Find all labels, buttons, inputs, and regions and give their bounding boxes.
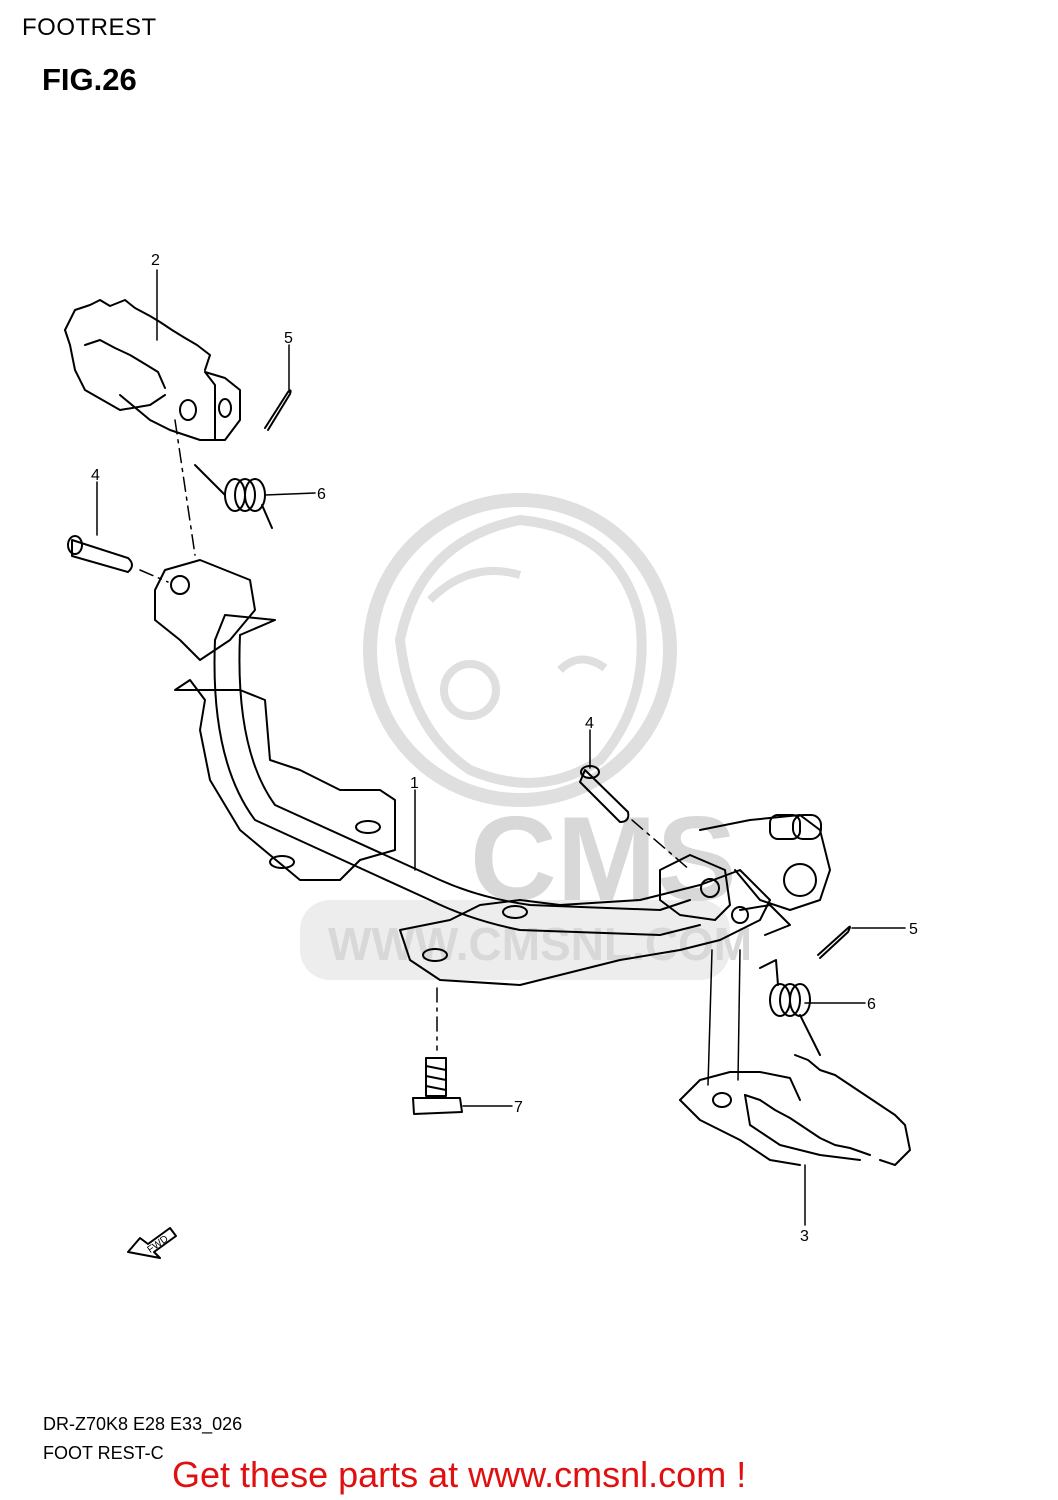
footpeg-left-part-2 bbox=[64, 299, 241, 441]
pin-left-part-4 bbox=[67, 535, 133, 573]
callout-2: 2 bbox=[151, 252, 160, 269]
callout-labels: 2 5 4 6 4 1 5 6 7 3 bbox=[91, 252, 918, 1245]
model-code: DR-Z70K8 E28 E33_026 bbox=[43, 1414, 243, 1434]
section-title: FOOTREST bbox=[22, 14, 157, 41]
callout-4-left: 4 bbox=[91, 467, 100, 484]
callout-6-right: 6 bbox=[867, 996, 876, 1013]
callout-1: 1 bbox=[410, 775, 419, 792]
bolt-part-7 bbox=[412, 1057, 463, 1115]
figure-label: FIG.26 bbox=[42, 62, 137, 97]
fwd-badge-text: FWD bbox=[146, 1234, 171, 1256]
footrest-bracket-part-1 bbox=[154, 559, 831, 986]
promo-banner[interactable]: Get these parts at www.cmsnl.com ! bbox=[172, 1454, 747, 1495]
cotter-pin-right-part-5 bbox=[817, 925, 851, 959]
cotter-pin-top-part-5 bbox=[264, 389, 292, 431]
callout-4-mid: 4 bbox=[585, 715, 594, 732]
callout-5-top: 5 bbox=[284, 330, 293, 347]
watermark-logo: CMS bbox=[470, 792, 737, 926]
callout-5-right: 5 bbox=[909, 921, 918, 938]
watermark-url: WWW.CMSNL.COM bbox=[328, 918, 752, 970]
cms-watermark: CMS WWW.CMSNL.COM bbox=[300, 493, 752, 980]
diagram-subtitle: FOOT REST-C bbox=[43, 1443, 164, 1463]
assembly-dash-lines bbox=[139, 419, 691, 1051]
callout-7: 7 bbox=[514, 1099, 523, 1116]
callout-3: 3 bbox=[800, 1228, 809, 1245]
spring-top-part-6 bbox=[194, 464, 273, 529]
fwd-arrow-icon bbox=[127, 1227, 177, 1259]
footpeg-right-part-3 bbox=[679, 1054, 911, 1166]
part-leader-lines bbox=[96, 269, 906, 1226]
spring-right-part-6 bbox=[759, 959, 821, 1056]
callout-6-top: 6 bbox=[317, 486, 326, 503]
